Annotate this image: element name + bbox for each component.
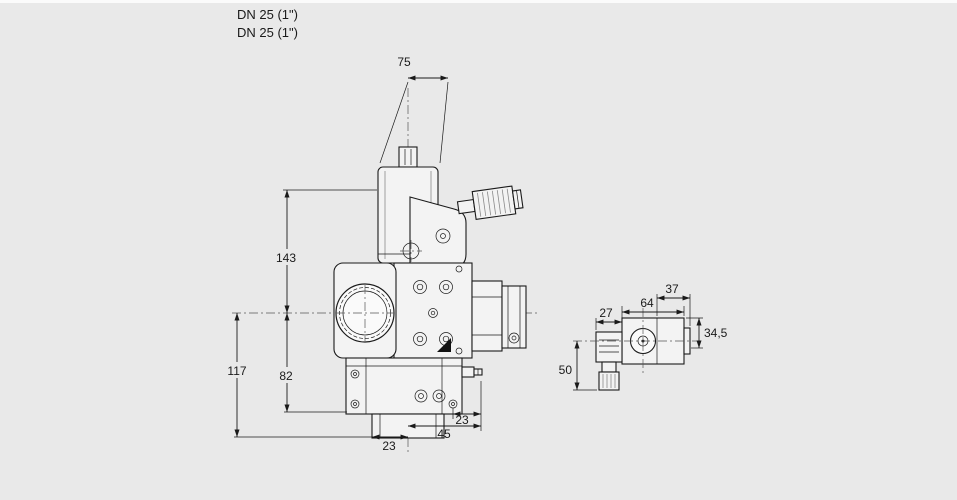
actuator-bracket [409, 196, 467, 268]
dim-bottom-left: 23 [382, 439, 396, 453]
dn-size-line-2: DN 25 (1") [237, 25, 298, 40]
test-nipple [461, 366, 475, 378]
dim-top-width: 75 [397, 55, 411, 69]
damper-cylinder [456, 185, 524, 220]
outlet-neck [471, 280, 503, 352]
main-dimensions: 75 143 82 117 23 45 [221, 55, 482, 453]
valve-front-view [333, 146, 527, 439]
solenoid-side-view [573, 308, 702, 391]
dim-depth-top: 37 [665, 282, 679, 296]
cable-gland-neck [601, 361, 617, 373]
adjustment-cap [398, 146, 418, 168]
regulator-block [345, 357, 463, 415]
cable-gland [598, 371, 620, 391]
dn-size-line-1: DN 25 (1") [237, 7, 298, 22]
terminal-box [595, 331, 623, 363]
valve-body [393, 262, 473, 359]
body-bolts [413, 265, 463, 355]
dim-bottom-center: 45 [437, 427, 451, 441]
dim-total-height: 117 [227, 364, 246, 378]
side-dimensions: 27 64 37 34,5 50 [559, 282, 728, 391]
dim-upper-height: 143 [276, 251, 296, 265]
top-strip [0, 0, 957, 3]
dim-height-left: 50 [559, 363, 573, 377]
dim-depth-front: 27 [599, 306, 613, 320]
outlet-flange [501, 285, 527, 349]
flow-direction-marker [437, 338, 451, 352]
port-centerlines [336, 285, 394, 341]
dim-depth-mid: 64 [640, 296, 654, 310]
dim-bottom-right: 23 [455, 413, 469, 427]
dim-height-right: 34,5 [704, 326, 728, 340]
dim-lower-height: 82 [279, 369, 293, 383]
drawing-header: DN 25 (1") DN 25 (1") [237, 7, 298, 40]
